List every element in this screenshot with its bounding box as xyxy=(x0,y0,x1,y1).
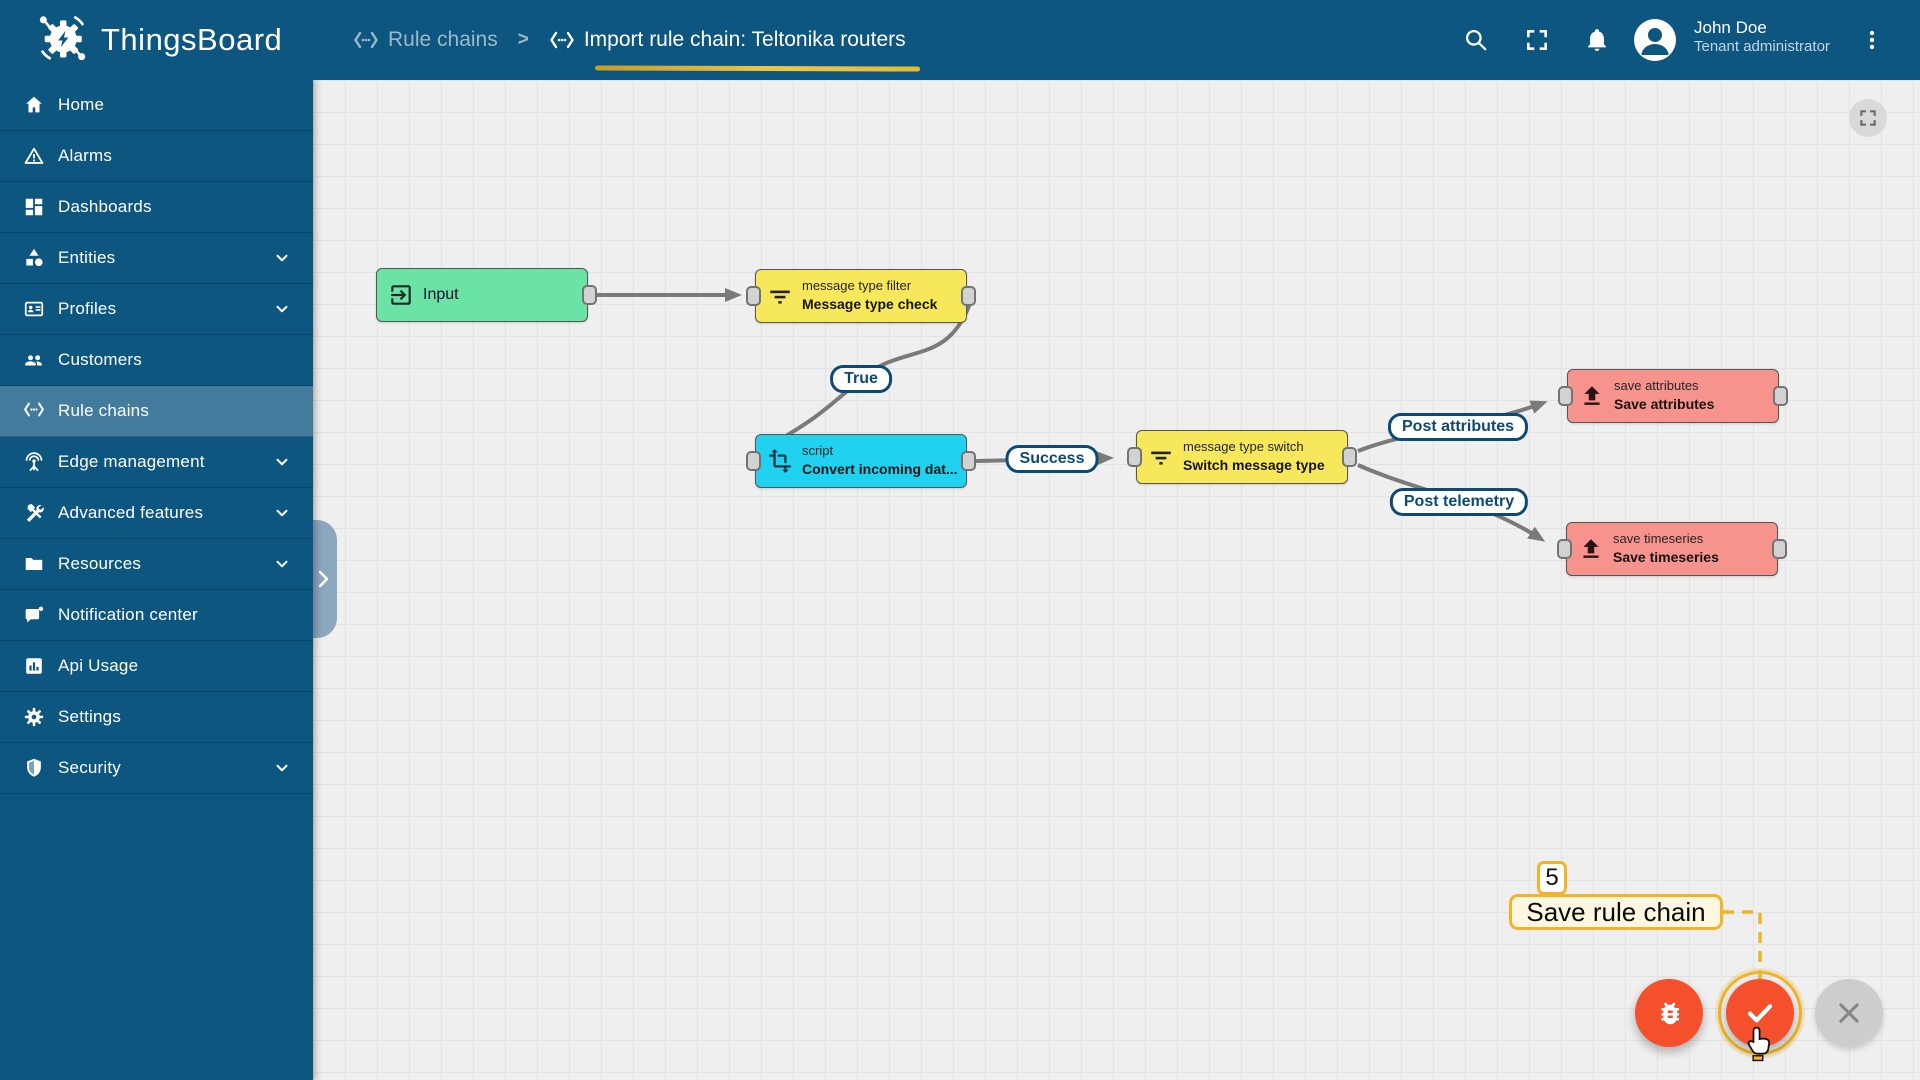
sidebar-item-edge-management[interactable]: Edge management xyxy=(0,437,313,488)
notifications-button[interactable] xyxy=(1575,18,1619,62)
fullscreen-icon xyxy=(1860,110,1876,126)
filter-icon xyxy=(1148,444,1174,470)
user-info[interactable]: John Doe Tenant administrator xyxy=(1694,17,1830,57)
chevron-right-icon xyxy=(318,570,329,588)
node-save-attributes[interactable]: save attributes Save attributes xyxy=(1558,369,1788,423)
home-icon xyxy=(23,94,45,116)
edge-icon xyxy=(23,451,45,473)
close-icon xyxy=(1839,1003,1859,1023)
save-rule-chain-button[interactable] xyxy=(1726,979,1794,1047)
exit-to-app-icon xyxy=(388,282,414,308)
port-input[interactable] xyxy=(746,286,761,306)
sidebar-item-home[interactable]: Home xyxy=(0,80,313,131)
breadcrumb: Rule chains > Import rule chain: Teltoni… xyxy=(353,0,906,80)
node-input[interactable]: Input xyxy=(376,268,597,322)
port-output[interactable] xyxy=(1772,539,1787,559)
chevron-down-icon xyxy=(273,453,291,471)
tutorial-step-badge: 5 xyxy=(1537,861,1567,895)
flow-edges xyxy=(597,288,1548,542)
port-output[interactable] xyxy=(1773,386,1788,406)
sidebar-nav: Home Alarms Dashboards Entities Profiles xyxy=(0,80,313,1080)
sidebar-item-profiles[interactable]: Profiles xyxy=(0,284,313,335)
rule-chain-canvas[interactable]: Input message type filter Message type c… xyxy=(313,80,1920,1080)
tutorial-connector xyxy=(1723,910,1762,980)
port-input[interactable] xyxy=(1127,447,1142,467)
alarm-icon xyxy=(23,145,45,167)
thingsboard-logo-icon xyxy=(36,11,89,69)
check-icon xyxy=(1747,1004,1773,1023)
port-input[interactable] xyxy=(1558,386,1573,406)
link-label-post-telemetry[interactable]: Post telemetry xyxy=(1389,488,1529,516)
breadcrumb-current[interactable]: Import rule chain: Teltonika routers xyxy=(549,28,906,52)
folder-icon xyxy=(23,553,45,575)
canvas-fullscreen-button[interactable] xyxy=(1849,99,1887,137)
port-output[interactable] xyxy=(961,286,976,306)
port-output[interactable] xyxy=(582,285,597,305)
avatar-icon xyxy=(1634,19,1676,61)
chevron-down-icon xyxy=(273,555,291,573)
bell-icon xyxy=(1588,29,1606,52)
app-title: ThingsBoard xyxy=(101,22,283,57)
port-input[interactable] xyxy=(746,451,761,471)
sidebar-item-rule-chains[interactable]: Rule chains xyxy=(0,386,313,437)
port-output[interactable] xyxy=(1342,447,1357,467)
breadcrumb-rule-chains[interactable]: Rule chains xyxy=(353,28,498,52)
sidebar-item-dashboards[interactable]: Dashboards xyxy=(0,182,313,233)
search-icon xyxy=(1465,29,1487,51)
sidebar-item-api-usage[interactable]: Api Usage xyxy=(0,641,313,692)
gear-icon xyxy=(23,706,45,728)
sidebar-item-customers[interactable]: Customers xyxy=(0,335,313,386)
rule-chain-icon xyxy=(354,31,378,49)
sidebar-item-entities[interactable]: Entities xyxy=(0,233,313,284)
dashboards-icon xyxy=(23,196,45,218)
chevron-down-icon xyxy=(273,249,291,267)
more-menu-button[interactable] xyxy=(1850,18,1894,62)
sidebar-item-advanced-features[interactable]: Advanced features xyxy=(0,488,313,539)
debug-mode-button[interactable] xyxy=(1635,979,1703,1047)
cancel-button[interactable] xyxy=(1815,979,1883,1047)
sidebar-item-settings[interactable]: Settings xyxy=(0,692,313,743)
entities-icon xyxy=(23,247,45,269)
api-usage-icon xyxy=(23,655,45,677)
sidebar-item-security[interactable]: Security xyxy=(0,743,313,794)
bug-icon xyxy=(1661,1002,1679,1025)
chevron-down-icon xyxy=(273,759,291,777)
tutorial-tooltip: Save rule chain xyxy=(1509,894,1723,930)
fullscreen-button[interactable] xyxy=(1515,18,1559,62)
link-label-post-attributes[interactable]: Post attributes xyxy=(1387,413,1529,441)
user-avatar[interactable] xyxy=(1633,18,1677,62)
kebab-icon xyxy=(1869,30,1875,50)
link-label-true[interactable]: True xyxy=(830,365,892,393)
rule-chains-icon xyxy=(23,400,45,422)
notification-center-icon xyxy=(23,604,45,626)
chevron-down-icon xyxy=(273,504,291,522)
sidebar-item-alarms[interactable]: Alarms xyxy=(0,131,313,182)
customers-icon xyxy=(23,349,45,371)
app-logo[interactable]: ThingsBoard xyxy=(36,0,282,80)
user-name: John Doe xyxy=(1694,18,1767,37)
profiles-icon xyxy=(23,298,45,320)
port-input[interactable] xyxy=(1557,539,1572,559)
top-header: ThingsBoard Rule chains > Import rule ch… xyxy=(0,0,1920,80)
sidebar-item-resources[interactable]: Resources xyxy=(0,539,313,590)
filter-icon xyxy=(767,283,793,309)
port-output[interactable] xyxy=(961,451,976,471)
user-role: Tenant administrator xyxy=(1694,38,1830,56)
chevron-down-icon xyxy=(273,300,291,318)
advanced-features-icon xyxy=(23,502,45,524)
search-button[interactable] xyxy=(1454,18,1498,62)
sidebar-item-notification-center[interactable]: Notification center xyxy=(0,590,313,641)
breadcrumb-separator: > xyxy=(517,29,529,50)
upload-icon xyxy=(1578,536,1604,562)
node-save-timeseries[interactable]: save timeseries Save timeseries xyxy=(1557,522,1787,576)
node-message-type-filter[interactable]: message type filter Message type check xyxy=(746,269,976,323)
upload-icon xyxy=(1579,383,1605,409)
link-label-success[interactable]: Success xyxy=(1005,445,1099,473)
fullscreen-icon xyxy=(1527,30,1547,50)
shield-icon xyxy=(23,757,45,779)
node-script[interactable]: script Convert incoming dat... xyxy=(746,434,976,488)
transform-icon xyxy=(767,448,793,474)
rule-chain-icon xyxy=(550,31,574,49)
node-message-type-switch[interactable]: message type switch Switch message type xyxy=(1127,430,1357,484)
